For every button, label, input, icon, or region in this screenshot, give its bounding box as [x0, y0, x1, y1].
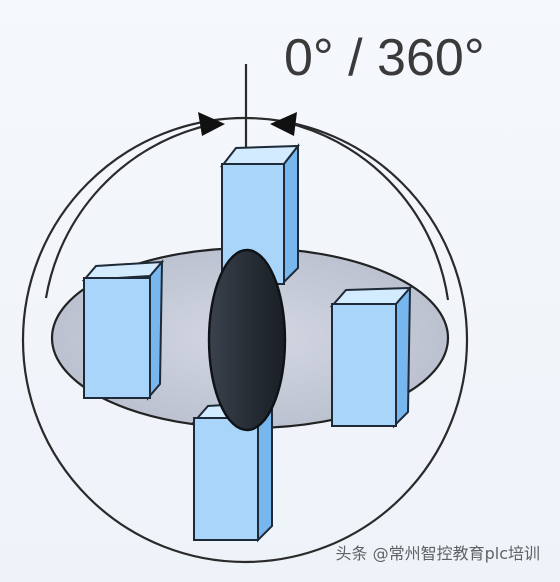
block-top	[219, 143, 301, 285]
rotation-arc-left	[44, 124, 206, 299]
rotation-arc-right	[291, 122, 450, 301]
arrow-right-icon	[198, 112, 225, 136]
block-right	[329, 285, 413, 429]
block-left	[81, 259, 165, 401]
angle-label: 0° / 360°	[284, 29, 485, 87]
center-hub	[207, 248, 287, 432]
arrow-left-icon	[270, 112, 297, 136]
watermark: 头条 @常州智控教育plc培训	[335, 544, 541, 563]
